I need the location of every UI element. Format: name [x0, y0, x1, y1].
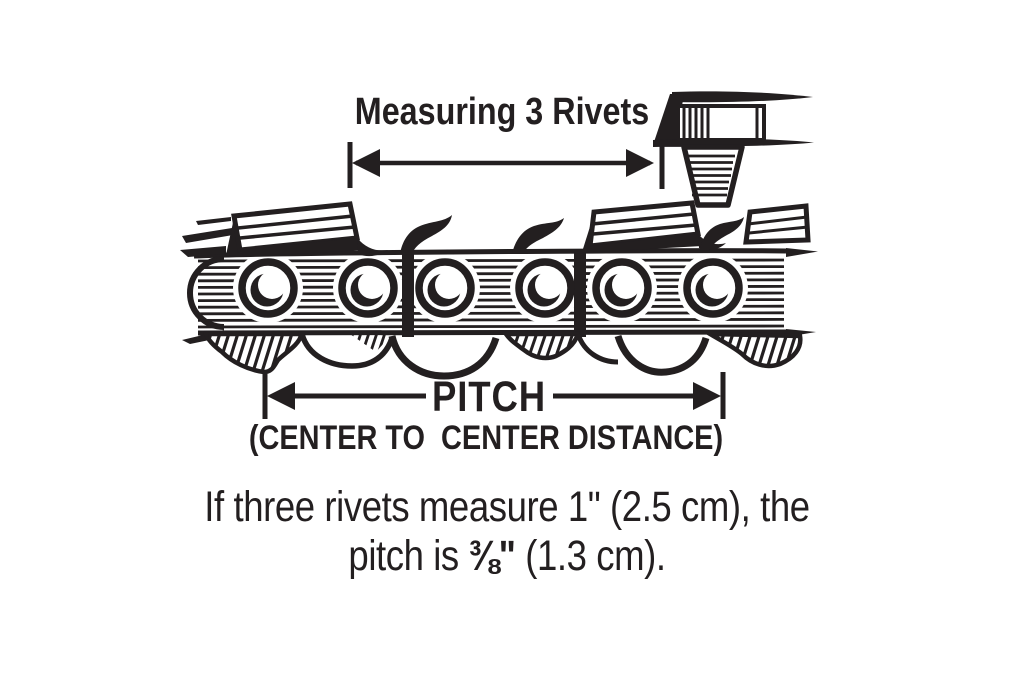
caption-line-1: If three rivets measure 1" (2.5 cm), the [204, 483, 810, 531]
link-divider [574, 251, 586, 337]
rivet [415, 258, 475, 318]
caption-line2-prefix: pitch is [348, 532, 469, 580]
rivets [238, 258, 743, 318]
caption-fraction: ⅜" [468, 532, 516, 580]
pitch-label: PITCH [432, 373, 546, 421]
chain-illustration [180, 200, 818, 380]
arrowhead-left-icon [267, 382, 295, 410]
rivet [515, 258, 575, 318]
arrowhead-right-icon [693, 382, 721, 410]
cutter-teeth [182, 200, 811, 257]
measuring-label: Measuring 3 Rivets [354, 91, 650, 133]
drive-links [202, 331, 803, 380]
arrowhead-left-icon [352, 149, 380, 177]
rivet [592, 258, 652, 318]
caption-line-2: pitch is ⅜" (1.3 cm). [167, 533, 847, 579]
link-divider [402, 251, 414, 337]
caption-line2-suffix: (1.3 cm). [515, 532, 666, 580]
measuring-arrow [347, 142, 665, 189]
pitch-arrow [262, 372, 726, 419]
rivet [683, 258, 743, 318]
rivet-ridges [688, 154, 735, 197]
arrowhead-right-icon [626, 149, 654, 177]
rivet [338, 258, 398, 318]
rivet [238, 258, 298, 318]
pitch-sublabel: (CENTER TO CENTER DISTANCE) [248, 419, 724, 457]
rivet-closeup-illustration [653, 91, 814, 208]
